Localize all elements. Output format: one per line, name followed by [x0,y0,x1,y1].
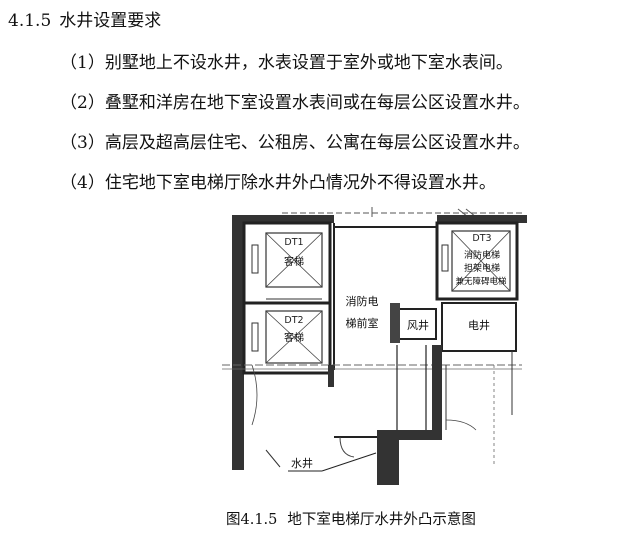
counterweight [251,244,259,274]
dt3-line1: 消防电梯 [464,249,500,261]
section-heading: 4.1.5 水井设置要求 [8,6,161,31]
leader-line [265,449,281,468]
list-item: （4）住宅地下室电梯厅除水井外凸情况外不得设置水井。 [60,173,496,193]
wall-top-right [437,215,527,223]
air-shaft-label: 风井 [407,318,429,332]
dt3-line2: 担架电梯 [464,262,500,274]
floor-plan-drawing: DT1 客梯 DT2 客梯 消防电 梯前室 DT3 消防电梯 担架电梯 兼无障碍… [222,207,527,485]
lobby-label-1: 消防电 [346,294,379,308]
dt2-name: 客梯 [284,331,304,344]
section-title: 水井设置要求 [59,11,162,31]
electric-shaft [441,302,517,352]
door-swing [445,419,477,431]
list-item: （1）别墅地上不设水井，水表设置于室外或地下室水表间。 [60,53,513,73]
water-shaft-label: 水井 [291,456,313,470]
dt3-code: DT3 [472,233,491,244]
leader-line [321,452,377,472]
car-diagonal [265,310,323,364]
car-diagonal [265,232,323,288]
dt1-name: 客梯 [284,255,304,268]
dt2-code: DT2 [284,315,303,326]
shaft-dt3 [435,221,519,301]
car-dt3 [451,230,511,292]
door-swing [251,364,258,426]
car-dt2 [265,310,323,364]
water-shaft-bump [377,430,399,485]
floor-plan-figure: DT1 客梯 DT2 客梯 消防电 梯前室 DT3 消防电梯 担架电梯 兼无障碍… [222,205,532,495]
car-diagonal [451,230,511,292]
wall-left [232,215,244,470]
list-item: （3）高层及超高层住宅、公租房、公寓在每层公区设置水井。 [60,133,530,153]
door-swing [339,436,355,458]
dt1-code: DT1 [284,237,303,248]
wall-top-left [232,215,334,223]
water-shaft-bump [399,430,441,440]
car-dt1 [265,232,323,288]
counterweight [441,244,449,272]
section-number: 4.1.5 [8,11,52,31]
figure-caption: 图4.1.5 地下室电梯厅水井外凸示意图 [226,508,476,529]
column [328,365,334,387]
caption-number: 图4.1.5 [226,512,278,528]
air-shaft-wall [390,303,400,343]
caption-title: 地下室电梯厅水井外凸示意图 [287,512,476,528]
elec-shaft-label: 电井 [468,318,490,332]
list-item: （2）叠墅和洋房在地下室设置水表间或在每层公区设置水井。 [60,93,530,113]
dt3-line3: 兼无障碍电梯 [455,276,507,287]
water-shaft-wall [432,345,442,440]
counterweight [251,322,259,352]
lobby-label-2: 梯前室 [346,316,379,330]
